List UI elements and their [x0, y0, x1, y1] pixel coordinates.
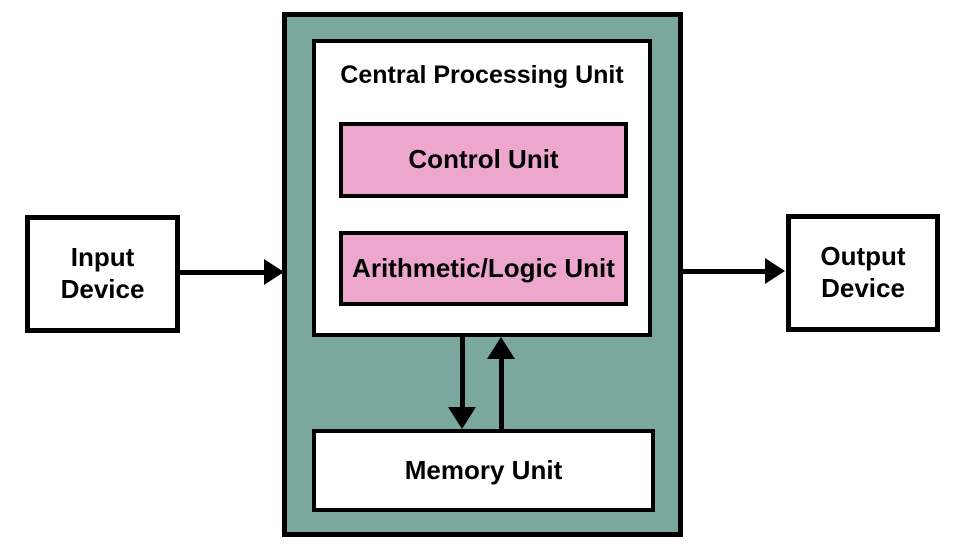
arrow-input-to-cpu-head-icon — [264, 259, 284, 285]
arrow-input-to-cpu-line — [180, 270, 266, 275]
arrow-memory-to-cpu-line — [499, 359, 504, 429]
cpu-title: Central Processing Unit — [340, 61, 624, 89]
alu-box: Arithmetic/Logic Unit — [339, 231, 628, 306]
arrow-memory-to-cpu-head-icon — [487, 337, 515, 359]
input-device-box: Input Device — [25, 215, 180, 333]
input-device-label: Input Device — [60, 242, 145, 304]
output-device-label: Output Device — [820, 241, 906, 303]
arrow-cpu-to-memory-head-icon — [448, 407, 476, 429]
control-unit-box: Control Unit — [339, 122, 628, 198]
alu-label: Arithmetic/Logic Unit — [352, 252, 615, 283]
arrow-cpu-to-memory-line — [460, 337, 465, 407]
output-device-box: Output Device — [786, 214, 940, 332]
arrow-cpu-to-output-head-icon — [765, 258, 785, 284]
arrow-cpu-to-output-line — [682, 269, 767, 274]
memory-unit-label: Memory Unit — [404, 454, 563, 485]
memory-unit-box: Memory Unit — [312, 429, 655, 512]
control-unit-label: Control Unit — [408, 144, 559, 175]
